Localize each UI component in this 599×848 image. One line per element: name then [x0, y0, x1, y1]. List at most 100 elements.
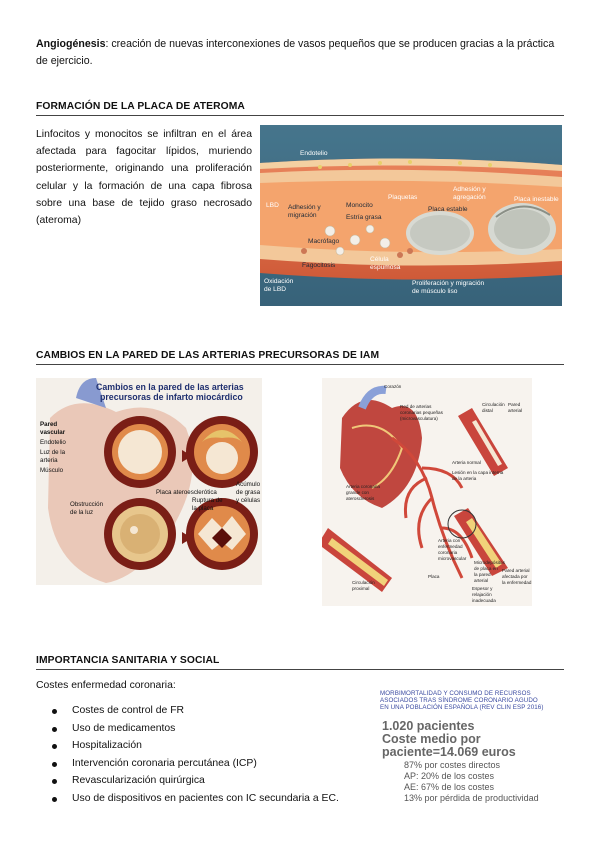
list-item: Hospitalización — [52, 737, 339, 755]
stats-patients: 1.020 pacientes — [382, 718, 475, 733]
label-acumulo-1: Acúmulo — [236, 481, 261, 488]
label-obstruccion-1: Obstrucción — [70, 501, 104, 508]
label-placa-estable: Placa estable — [428, 206, 468, 213]
label-pared-afectada-3: la enfermedad — [502, 580, 532, 585]
label-estria: Estría grasa — [346, 214, 382, 221]
label-espesor-1: Espesor y — [472, 586, 493, 591]
label-endotelio: Endotelio — [300, 150, 328, 157]
list-item: Revascularización quirúrgica — [52, 772, 339, 790]
intro-term: Angiogénesis — [36, 38, 106, 50]
label-enfermedad-1: Arteria con — [438, 538, 461, 543]
label-enfermedad-4: microvascular — [438, 556, 467, 561]
label-acumulo-3: y células — [236, 497, 260, 504]
label-micro-3: la pared — [474, 572, 491, 577]
cross-section-normal — [104, 416, 176, 488]
label-migracion: migración — [288, 212, 317, 219]
artery-wall-changes-illustration: Cambios en la pared de las arterias prec… — [36, 378, 262, 585]
label-pared-1: Pared — [40, 421, 57, 428]
label-placa-inestable: Placa inestable — [514, 196, 559, 203]
label-lesion-2: de la arteria — [452, 476, 477, 481]
label-plaquetas: Plaquetas — [388, 194, 418, 201]
list-item-text: Hospitalización — [72, 740, 142, 752]
list-item-text: Uso de dispositivos en pacientes con IC … — [72, 792, 339, 804]
stats-ap: AP: 20% de los costes — [404, 771, 495, 782]
list-item-text: Uso de medicamentos — [72, 722, 176, 734]
list-item: Costes de control de FR — [52, 702, 339, 720]
atheroma-formation-illustration: Endotelio LBD Plaquetas Adhesión y agreg… — [260, 125, 562, 306]
label-enfermedad-3: coronaria — [438, 550, 458, 555]
label-pared-arterial-2: arterial — [508, 408, 522, 413]
label-circulacion-distal-1: Circulación — [482, 402, 505, 407]
label-adhesion-agregacion-2: agregación — [453, 194, 486, 201]
label-circulacion-distal-2: distal — [482, 408, 493, 413]
label-placa-ateroesclerotica: Placa ateroesclerótica — [156, 489, 217, 496]
coronary-microvascular-illustration: Corazón Red de arterias coronarias peque… — [322, 378, 532, 606]
label-placa-right: Placa — [428, 574, 440, 579]
label-circulacion-1: Circulación — [352, 580, 375, 585]
cost-list: Costes de control de FR Uso de medicamen… — [52, 702, 339, 808]
stats-cost-1: Coste medio por — [382, 732, 481, 747]
left-fig-title-2: precursoras de infarto miocárdico — [100, 392, 243, 402]
intro-paragraph: Angiogénesis: creación de nuevas interco… — [36, 36, 566, 70]
label-lesion-1: Lesión en la capa interna — [452, 470, 504, 475]
label-monocito: Monocito — [346, 202, 373, 209]
label-celula-2: espumosa — [370, 264, 401, 271]
section-title-cambios-pared: CAMBIOS EN LA PARED DE LAS ARTERIAS PREC… — [36, 350, 564, 365]
label-lbd: LBD — [266, 202, 279, 209]
label-red-2: coronarias pequeñas — [400, 410, 444, 415]
cross-section-rupture — [186, 498, 258, 570]
cost-stats-box: MORBIMORTALIDAD Y CONSUMO DE RECURSOS AS… — [380, 690, 580, 805]
label-adhesion: Adhesión y — [288, 204, 321, 211]
costs-lead: Costes enfermedad coronaria: — [36, 680, 176, 691]
list-item: Uso de medicamentos — [52, 720, 339, 738]
label-arteria-normal: Arteria normal — [452, 460, 481, 465]
list-item-text: Costes de control de FR — [72, 705, 185, 716]
list-item-text: Revascularización quirúrgica — [72, 775, 205, 787]
label-enfermedad-2: enfermedad — [438, 544, 463, 549]
list-item: Uso de dispositivos en pacientes con IC … — [52, 790, 339, 808]
label-espesor-2: relajación — [472, 592, 492, 597]
label-coronaria-2: grande con — [346, 490, 369, 495]
stats-heading-3: EN UNA POBLACIÓN ESPAÑOLA (REV CLIN ESP … — [380, 704, 544, 712]
stats-productivity: 13% por pérdida de productividad — [404, 793, 539, 804]
list-item: Intervención coronaria percutánea (ICP) — [52, 755, 339, 773]
label-luz-1: Luz de la — [40, 449, 66, 456]
label-micro-4: arterial — [474, 578, 488, 583]
label-obstruccion-2: de la luz — [70, 509, 93, 516]
label-ruptura-1: Ruptura de — [192, 497, 223, 504]
label-acumulo-2: de grasa — [236, 489, 261, 496]
stats-direct: 87% por costes directos — [404, 759, 501, 770]
label-micro-1: Microdepósitos — [474, 560, 506, 565]
label-red-1: Red de arterias — [400, 404, 432, 409]
stats-heading-2: ASOCIADOS TRAS SÍNDROME CORONARIO AGUDO — [380, 697, 538, 705]
label-macrofago: Macrófago — [308, 238, 339, 245]
bullet-icon — [52, 709, 57, 714]
label-endotelio-left: Endotelio — [40, 439, 66, 446]
left-fig-title-1: Cambios en la pared de las arterias — [96, 382, 244, 392]
cross-section-plaque — [186, 416, 258, 488]
atheroma-paragraph: Linfocitos y monocitos se infiltran en e… — [36, 129, 252, 227]
label-corazon: Corazón — [384, 384, 402, 389]
label-ruptura-2: la placa — [192, 505, 214, 512]
section-title-importancia: IMPORTANCIA SANITARIA Y SOCIAL — [36, 655, 564, 670]
label-pared-2: vascular — [40, 429, 66, 436]
label-circulacion-2: proximal — [352, 586, 369, 591]
bullet-icon — [52, 796, 57, 802]
section-title-placa-ateroma: FORMACIÓN DE LA PLACA DE ATEROMA — [36, 101, 564, 116]
bullet-icon — [52, 779, 57, 785]
label-musculo: Músculo — [40, 467, 64, 474]
cross-section-obstruction — [104, 498, 176, 570]
label-pared-arterial-1: Pared — [508, 402, 521, 407]
label-celula-1: Célula — [370, 256, 389, 263]
stats-cost-2: paciente=14.069 euros — [382, 745, 516, 760]
bullet-icon — [52, 761, 57, 767]
label-luz-2: arteria — [40, 457, 58, 464]
label-coronaria-1: Arteria coronaria — [346, 484, 380, 489]
label-fagocitosis: Fagocitosis — [302, 262, 336, 269]
label-micro-2: de placa en — [474, 566, 498, 571]
list-item-text: Intervención coronaria percutánea (ICP) — [72, 757, 257, 769]
label-coronaria-3: aterosclerosis — [346, 496, 375, 501]
label-espesor-3: inadecuada — [472, 598, 496, 603]
bullet-icon — [52, 726, 57, 732]
intro-text: : creación de nuevas interconexiones de … — [36, 38, 555, 67]
